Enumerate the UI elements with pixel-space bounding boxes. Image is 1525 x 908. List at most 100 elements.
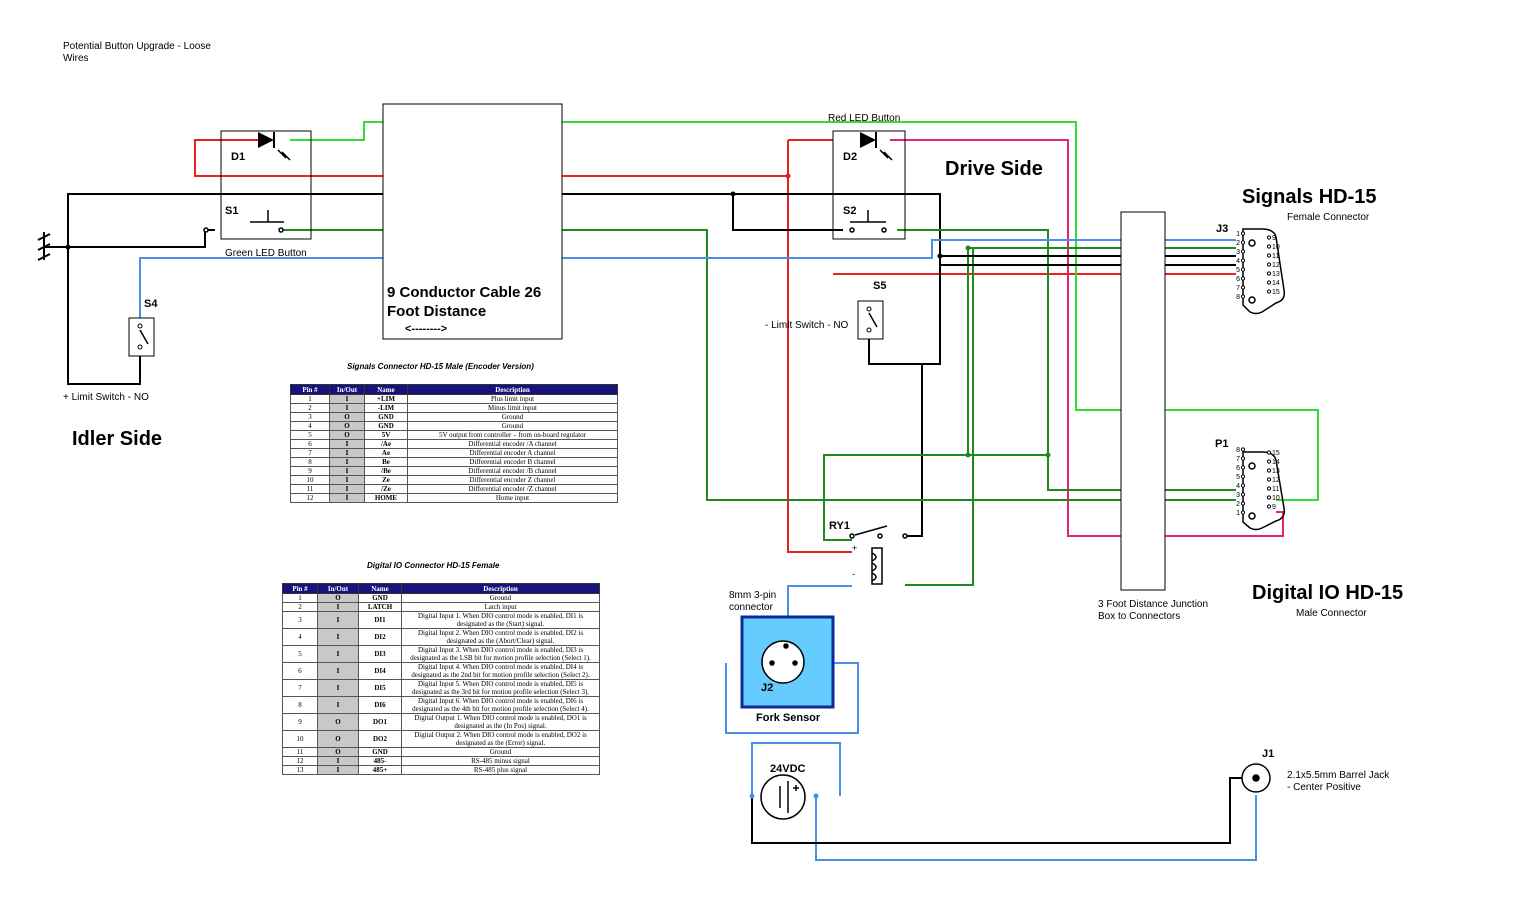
signals-table-cell: I [329, 493, 365, 503]
dio-table-cell: DI6 [358, 696, 402, 714]
dio-table-header: Pin # In/Out Name Description [282, 583, 600, 594]
pin-number: 2 [1236, 240, 1240, 247]
digital-io-hd15-title: Digital IO HD-15 [1252, 582, 1403, 604]
pin-contact [1240, 240, 1246, 245]
pin-number: 11 [1272, 253, 1279, 260]
pin-contact [1240, 294, 1246, 299]
barrel-jack-j1-icon [1241, 763, 1271, 793]
relay-ry1-icon [849, 525, 908, 585]
pin-contact [1240, 474, 1246, 479]
pin-contact [1240, 276, 1246, 281]
signals-table-cell: Ze [364, 475, 408, 485]
dio-table-cell: I [317, 756, 359, 766]
pin-number: 6 [1236, 276, 1240, 283]
dio-table-cell: DI5 [358, 679, 402, 697]
dio-table-cell: Ground [401, 747, 600, 757]
barrel-jack-label-line1: 2.1x5.5mm Barrel Jack [1287, 770, 1390, 781]
pin-contact [1240, 510, 1246, 515]
refdes-s1: S1 [225, 205, 238, 217]
female-connector-label: Female Connector [1287, 212, 1370, 223]
limit-switch-s4-icon [128, 317, 155, 357]
pin-number: 13 [1272, 468, 1280, 475]
wire-blue-s4 [139, 239, 1236, 318]
signals-table-cell: I [329, 394, 365, 404]
signals-table-cell: Differential encoder /Z channel [407, 484, 618, 494]
switch-s1-icon [203, 210, 284, 233]
signals-table-cell: Minus limit input [407, 403, 618, 413]
pin-contact [1266, 235, 1272, 240]
pin-number: 8 [1236, 294, 1240, 301]
signals-col-inout: In/Out [329, 384, 365, 395]
signals-table-cell: 5 [290, 430, 330, 440]
pin-number: 4 [1236, 483, 1240, 490]
dio-table-cell: LATCH [358, 602, 402, 612]
dio-table-cell: 4 [282, 628, 318, 646]
pin-number: 7 [1236, 456, 1240, 463]
dio-col-desc: Description [401, 583, 600, 594]
pin-contact [1266, 459, 1272, 464]
wires [44, 121, 1319, 861]
signals-table-cell: 1 [290, 394, 330, 404]
dio-table-cell: Digital Input 4. When DIO control mode i… [401, 662, 600, 680]
dio-table-cell: DO2 [358, 730, 402, 748]
pin-number: 10 [1272, 244, 1280, 251]
refdes-s2: S2 [843, 205, 856, 217]
limit-switch-s5-icon [857, 300, 884, 340]
signals-table-cell: 7 [290, 448, 330, 458]
minus-limit-label: - Limit Switch - NO [765, 320, 849, 331]
red-led-button-box [832, 130, 906, 240]
pin-number: 15 [1272, 289, 1280, 296]
signals-table-cell: GND [364, 421, 408, 431]
wire-black-sensor [940, 255, 1236, 266]
dio-table-cell: DO1 [358, 713, 402, 731]
diode-d2-icon [860, 132, 893, 161]
ground-symbol [37, 232, 51, 261]
signals-table-cell: 9 [290, 466, 330, 476]
pin-number: 14 [1272, 280, 1280, 287]
refdes-s4: S4 [144, 298, 158, 310]
signals-col-desc: Description [407, 384, 618, 395]
signals-table-cell: /Be [364, 466, 408, 476]
dio-table-cell: I [317, 662, 359, 680]
pin-number: 9 [1272, 235, 1276, 242]
dio-table-cell: DI4 [358, 662, 402, 680]
dio-table-cell: Ground [401, 593, 600, 603]
pin-number: 11 [1272, 486, 1279, 493]
pin-contact [1240, 492, 1246, 497]
junction-dot [965, 452, 971, 458]
signals-table-cell: 2 [290, 403, 330, 413]
labels: Potential Button Upgrade - Loose Wires I… [63, 41, 1403, 793]
pin-contact [1240, 231, 1246, 236]
red-led-button-label: Red LED Button [828, 113, 900, 124]
pin-contact [1240, 501, 1246, 506]
pin-number: 15 [1272, 450, 1280, 457]
dio-table-cell: Digital Input 5. When DIO control mode i… [401, 679, 600, 697]
signals-table-cell: O [329, 430, 365, 440]
dio-table-cell: 7 [282, 679, 318, 697]
pin-number: 6 [1236, 465, 1240, 472]
junction-dot [730, 191, 736, 197]
title-note-line1: Potential Button Upgrade - Loose [63, 41, 211, 52]
refdes-j3: J3 [1216, 223, 1228, 235]
p1-connector-icon [1242, 451, 1286, 531]
plus-limit-label: + Limit Switch - NO [63, 392, 149, 403]
wire-green [281, 229, 1236, 541]
switch-s2-icon [849, 210, 887, 233]
refdes-d2: D2 [843, 151, 857, 163]
pin-number: 8 [1236, 447, 1240, 454]
pin-contact [1240, 267, 1246, 272]
male-connector-label: Male Connector [1296, 608, 1367, 619]
signals-table-cell: 8 [290, 457, 330, 467]
refdes-j2: J2 [761, 682, 773, 694]
junction-dot [813, 793, 819, 799]
cable-arrow: <--------> [405, 323, 447, 335]
